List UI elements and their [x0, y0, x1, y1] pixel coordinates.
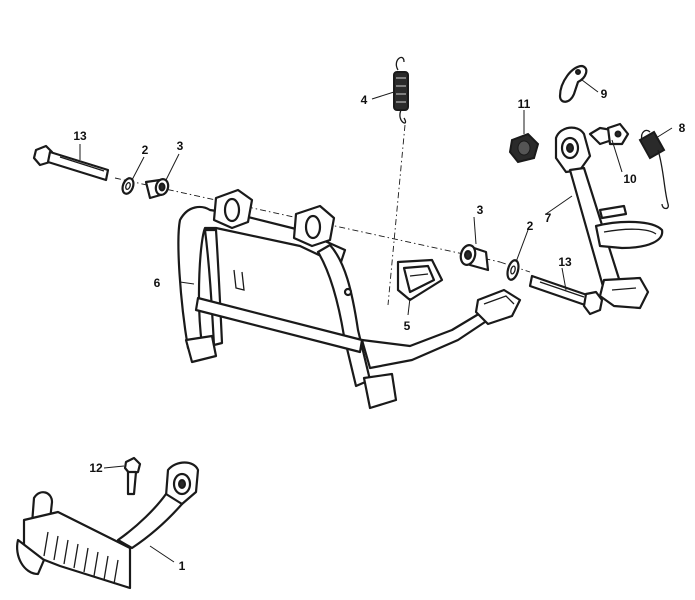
callout-leader-lines: [79, 79, 673, 563]
callout-4: 4: [361, 93, 368, 107]
callout-13-right: 13: [558, 255, 572, 269]
callout-2-left: 2: [142, 143, 149, 157]
part-12-pinch-bolt: [123, 456, 142, 496]
callout-5: 5: [404, 319, 411, 333]
part-9-spring-clip: [558, 64, 588, 103]
pedal-grip-ridges: [43, 531, 119, 585]
part-11-nut: [508, 132, 540, 164]
callout-11: 11: [518, 97, 531, 111]
part-3-bushing-right: [459, 244, 490, 272]
part-3-bushing-left: [144, 178, 170, 200]
callout-numbers: 13 2 3 4 6 3 2 13 5 7 8 9 10 11 12 1: [73, 87, 685, 573]
part-13-pivot-bolt-left: [32, 144, 110, 182]
callout-3-left: 3: [177, 139, 184, 153]
part-8-side-stand-spring: [638, 129, 669, 210]
part-7-side-stand: [554, 126, 664, 310]
part-6-main-stand: [177, 188, 522, 410]
part-2-washer-left: [121, 177, 135, 195]
callout-9: 9: [601, 87, 608, 101]
callout-10: 10: [623, 172, 637, 186]
callout-6: 6: [154, 276, 161, 290]
callout-3-right: 3: [477, 203, 484, 217]
callout-7: 7: [545, 211, 552, 225]
part-2-washer-right: [506, 259, 520, 281]
callout-1: 1: [179, 559, 186, 573]
callout-8: 8: [679, 121, 686, 135]
part-1-kick-starter-lever: [16, 461, 200, 590]
callout-13-left: 13: [73, 129, 87, 143]
part-13-pivot-bolt-right: [528, 274, 604, 316]
callout-12: 12: [89, 461, 103, 475]
part-10-side-stand-bolt: [588, 122, 630, 146]
callout-2-right: 2: [527, 219, 534, 233]
part-4-return-spring: [393, 56, 409, 124]
part-5-stopper-rubber: [396, 258, 444, 302]
